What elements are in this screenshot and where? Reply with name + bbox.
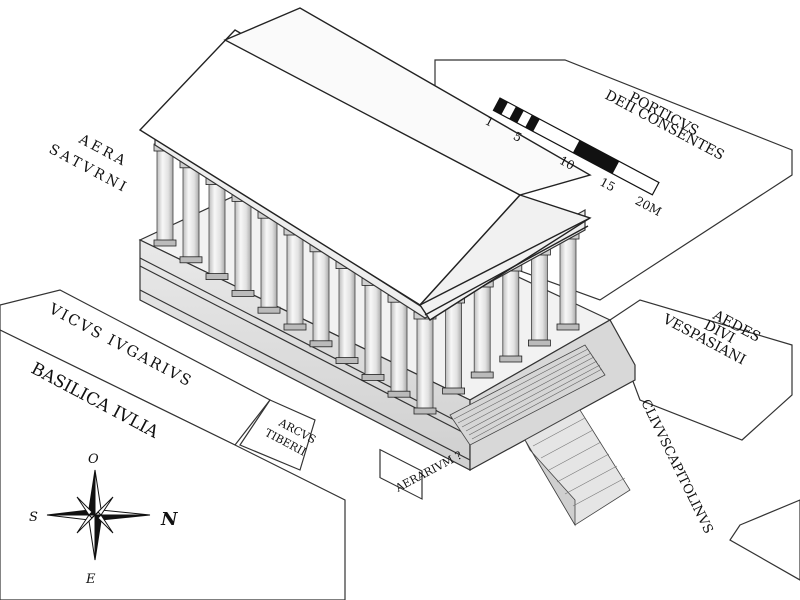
arcus-plane — [239, 399, 316, 471]
column — [528, 247, 551, 347]
column — [257, 210, 281, 314]
column — [387, 294, 411, 398]
scale-tick-15: 15 — [598, 175, 618, 195]
compass-star-icon — [46, 469, 151, 561]
column — [231, 193, 255, 297]
column — [442, 295, 466, 395]
column — [283, 227, 307, 331]
column — [361, 277, 385, 381]
compass-n: N — [160, 509, 179, 530]
column — [556, 231, 580, 331]
scale-bar: 1 5 10 15 20M — [483, 97, 664, 219]
column — [413, 311, 437, 415]
aedes-plane — [609, 299, 793, 441]
aerarium-door — [379, 448, 423, 500]
column — [205, 177, 229, 281]
vicus-plane — [0, 289, 271, 446]
basilica-plane — [0, 329, 346, 600]
compass-e: E — [85, 572, 96, 587]
compass-o: O — [88, 452, 99, 467]
column — [153, 143, 177, 247]
scale-tick-10: 10 — [557, 153, 577, 173]
compass-rose: O E S N — [29, 452, 179, 587]
compass-s: S — [29, 510, 38, 525]
column — [499, 263, 523, 363]
column — [335, 261, 359, 365]
column — [470, 279, 494, 379]
roof-ridge-top — [223, 7, 592, 196]
column — [179, 160, 203, 264]
front-stairs — [449, 344, 631, 527]
roof — [138, 7, 592, 321]
column — [309, 244, 333, 348]
corner-plane — [729, 499, 800, 581]
